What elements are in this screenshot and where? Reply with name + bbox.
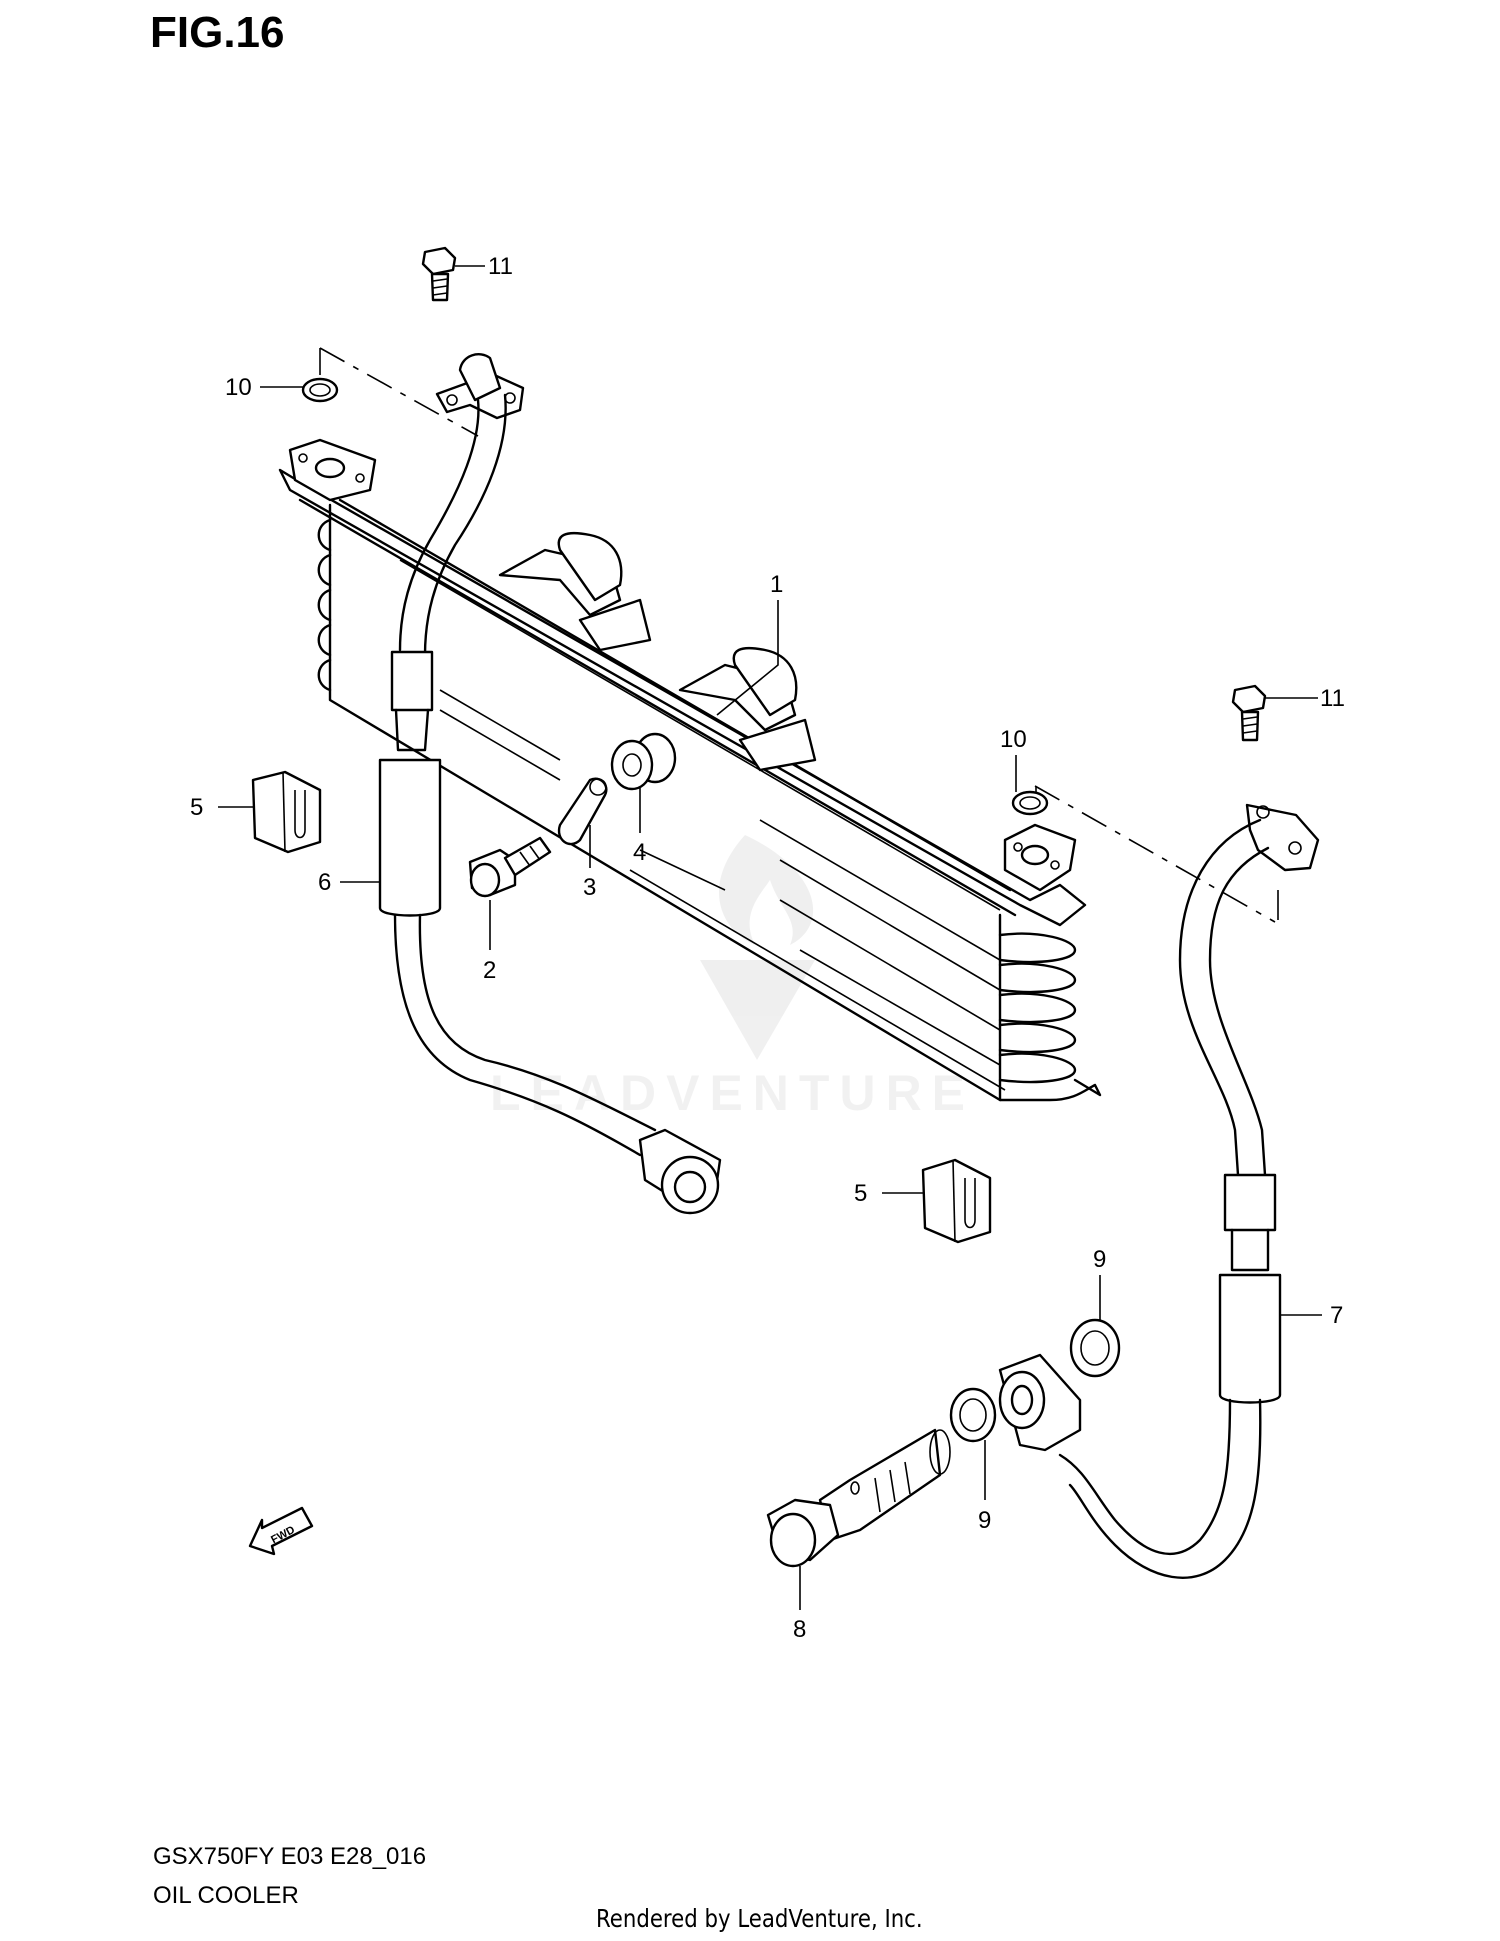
rendered-by-credit: Rendered by LeadVenture, Inc. [596,1904,923,1933]
watermark-logo [700,835,815,1060]
callout-10-right-label: 10 [1000,726,1027,753]
callout-5-right: 5 [854,1180,923,1207]
watermark: LEADVENTURE [490,835,975,1121]
collar-3 [557,777,608,846]
model-code: GSX750FY E03 E28_016 [153,1843,427,1870]
oil-hose-left [378,353,722,1215]
bolt-2 [468,836,552,898]
callout-5-left-label: 5 [190,794,203,821]
callout-11-right: 11 [1265,685,1345,712]
callout-9-upper-label: 9 [1093,1246,1106,1273]
gasket-9-upper [1069,1318,1121,1378]
callout-1: 1 [716,571,783,716]
callout-6: 6 [318,869,380,896]
callout-8: 8 [793,1566,806,1643]
clip-5-left [251,770,322,854]
o-ring-10-right [1011,790,1049,816]
section-name: OIL COOLER [153,1882,299,1909]
watermark-text: LEADVENTURE [490,1065,975,1121]
bolt-11-top [421,246,457,302]
grommet-4 [610,732,677,791]
callout-10-right: 10 [1000,726,1027,792]
callout-7-label: 7 [1330,1302,1343,1329]
clip-5-right [921,1158,992,1244]
forward-direction-arrow: FWD [248,1506,314,1556]
callout-5-left: 5 [190,794,253,821]
callout-10-top: 10 [225,374,303,401]
callout-11-top-label: 11 [488,253,513,280]
callout-3-label: 3 [583,874,596,901]
callout-5-right-label: 5 [854,1180,867,1207]
assembly-guide-lines [319,347,1279,1091]
oil-cooler-core [278,438,1102,1102]
figure-title: FIG.16 [150,8,285,57]
callout-4: 4 [633,788,646,866]
o-ring-10-top [301,377,339,403]
bolt-11-right [1231,684,1267,742]
union-bolt-8 [766,1428,951,1568]
callout-2: 2 [483,900,496,984]
gasket-9-lower [949,1387,997,1443]
callout-9-lower: 9 [978,1440,991,1534]
callout-9-upper: 9 [1093,1246,1106,1320]
callout-1-label: 1 [770,571,783,598]
callout-7: 7 [1280,1302,1343,1329]
oil-hose-right [998,803,1320,1579]
callout-2-label: 2 [483,957,496,984]
callout-3: 3 [583,825,596,901]
callout-11-top: 11 [455,253,513,280]
callout-8-label: 8 [793,1616,806,1643]
callout-6-label: 6 [318,869,331,896]
callout-11-right-label: 11 [1320,685,1345,712]
callout-4-label: 4 [633,839,646,866]
callout-10-top-label: 10 [225,374,252,401]
callout-9-lower-label: 9 [978,1507,991,1534]
